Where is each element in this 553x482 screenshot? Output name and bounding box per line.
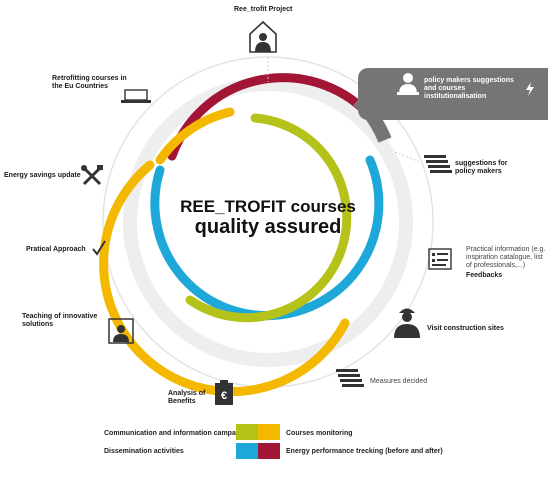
svg-text:€: € [221, 390, 227, 402]
house-person-icon [249, 20, 277, 53]
node-teaching-label: Teaching of innovative solutions [22, 313, 98, 328]
ring-yellow-upper [155, 107, 235, 165]
legend-swatch-yellow [258, 424, 280, 440]
checkmark-icon [92, 240, 106, 256]
node-measures-label: Measures decided [370, 378, 428, 385]
legend-tracking-label: Energy performance trecking (before and … [286, 448, 443, 455]
catalogue-icon [428, 248, 452, 270]
node-energy-savings-label: Energy savings update [4, 172, 81, 179]
laptop-icon [121, 89, 151, 103]
legend-comm-label: Communication and information campaign [104, 430, 247, 437]
ring-green-communication [185, 113, 352, 323]
legend-swatch-blue [236, 443, 258, 459]
node-feedbacks-label: Feedbacks [466, 272, 503, 279]
euro-calculator-icon: € [215, 380, 233, 405]
center-title: REE_TROFIT courses [180, 197, 356, 216]
lightning-icon [526, 82, 534, 96]
node-pratical-label: Pratical Approach [26, 246, 86, 253]
ring-track [123, 77, 413, 367]
tools-icon [81, 165, 103, 186]
ring-yellow-monitoring [99, 160, 350, 397]
worker-icon [394, 308, 420, 338]
node-retrofitting-label: Retrofitting courses in the Eu Countries [52, 75, 127, 90]
policy-callout [358, 68, 548, 120]
legend-swatch-green [236, 424, 258, 440]
node-construction-label: Visit construction sites [427, 325, 504, 332]
node-practical-info-label: Practical information (e.g. inspiration … [466, 246, 546, 269]
center-subtitle: quality assured [194, 216, 342, 238]
list-icon-measures [336, 369, 364, 387]
legend-monitoring-label: Courses monitoring [286, 430, 353, 437]
legend-dissemination-label: Dissemination activities [104, 448, 184, 455]
person-desk-icon [397, 73, 419, 95]
policy-label: policy makers suggestions and courses in… [424, 77, 514, 100]
connector-suggestions [394, 151, 421, 163]
node-analysis-label: Analysis of Benefits [168, 390, 206, 405]
list-icon-suggestions [424, 155, 452, 173]
ring-red-energy-tracking [167, 73, 377, 161]
node-project-label: Ree_trofit Project [234, 6, 293, 13]
presenter-icon [108, 318, 134, 344]
legend-swatch-red [258, 443, 280, 459]
node-suggestions-label: suggestions for policy makers [455, 160, 508, 175]
